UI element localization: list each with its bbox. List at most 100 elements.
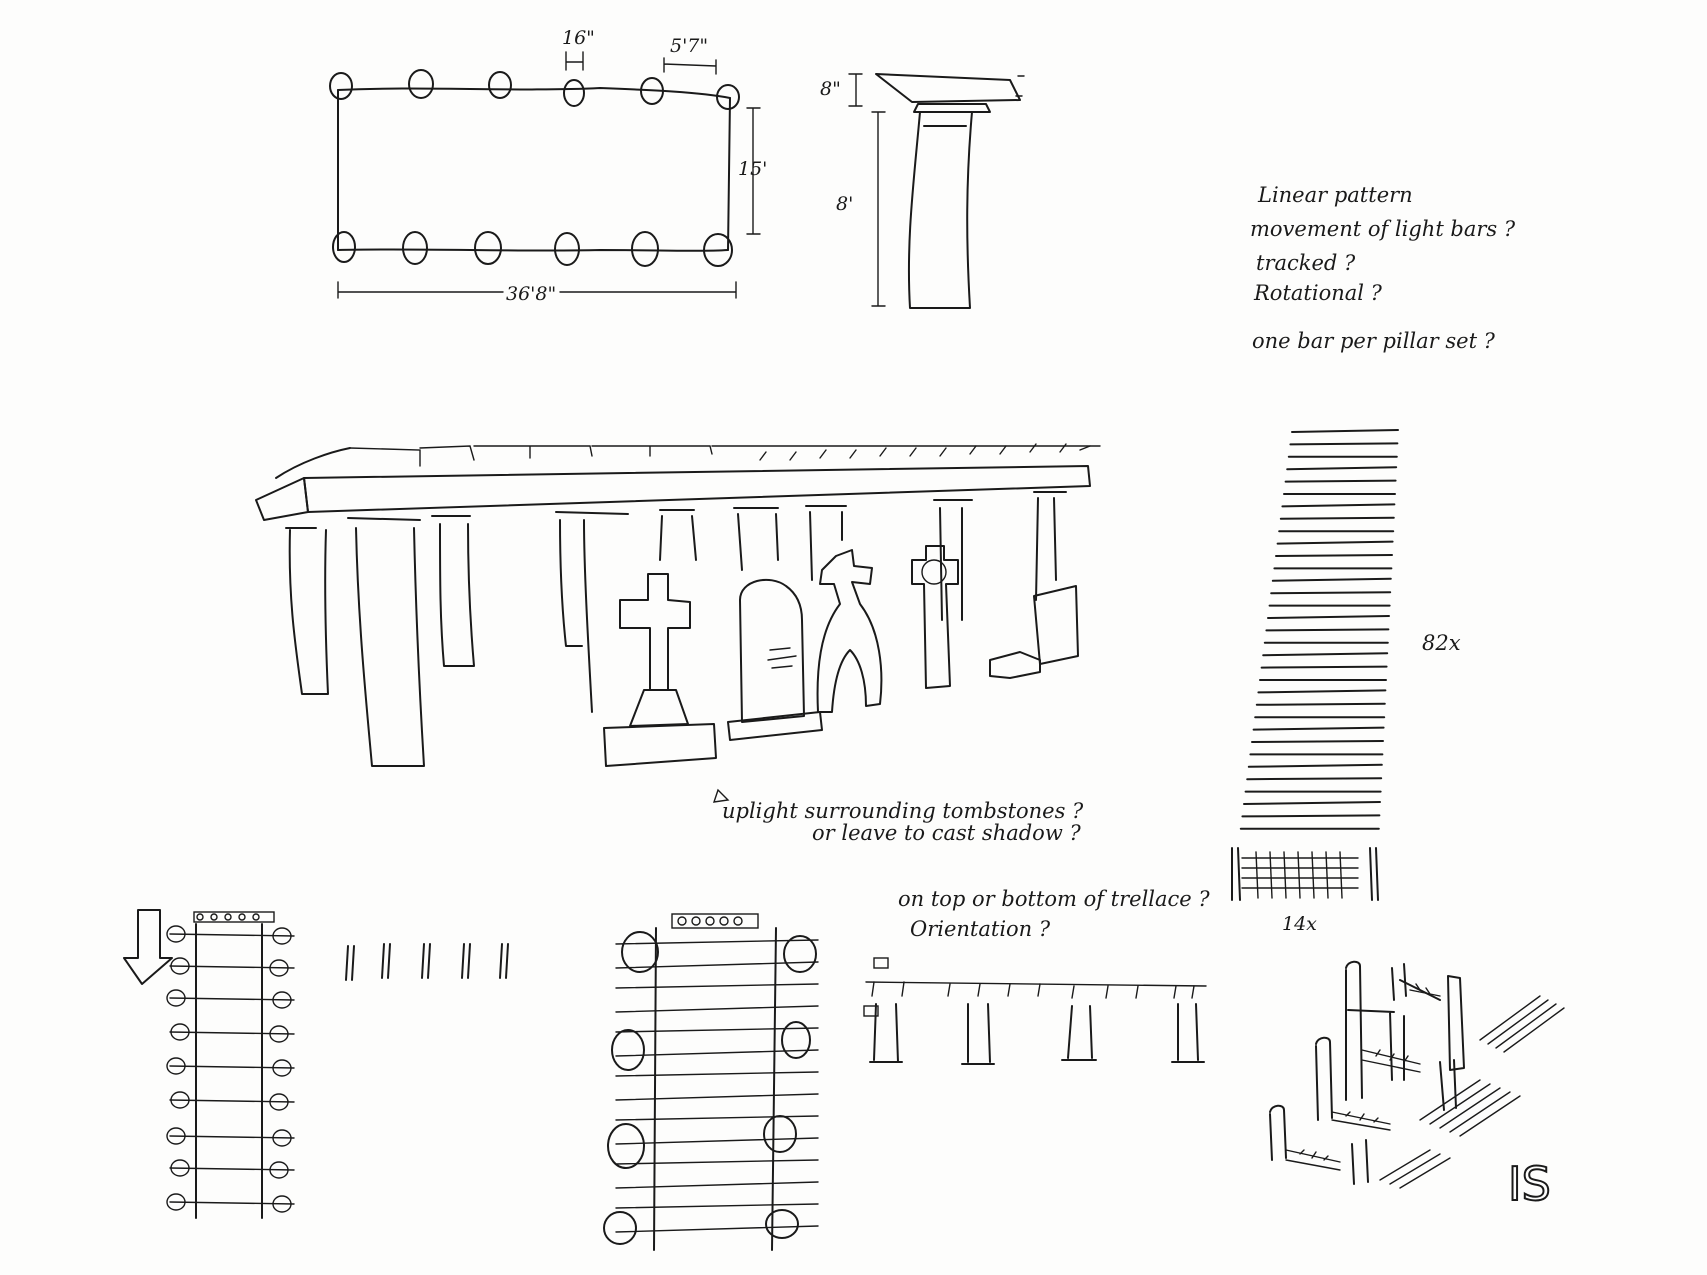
note-line-2: movement of light bars ? — [1250, 217, 1516, 241]
ladder-rung — [615, 1181, 819, 1189]
note-line-5: one bar per pillar set ? — [1252, 329, 1496, 353]
plan-view: 16" 5'7" 15' 36'8" — [329, 27, 767, 305]
trellis-bar — [1243, 801, 1381, 805]
ladder-plan-center — [603, 913, 819, 1251]
trellis-bar — [1286, 466, 1398, 471]
ladder-rung — [169, 997, 295, 1001]
ladder-rung — [615, 1093, 819, 1101]
trellis-bar — [1267, 615, 1390, 619]
ladder-rung — [169, 1135, 295, 1139]
ladder-post — [166, 989, 186, 1007]
trellis-bar — [1247, 763, 1383, 768]
signature: IS — [1508, 1157, 1551, 1211]
tombstone-cross — [603, 573, 717, 767]
plan-columns-bottom — [332, 231, 733, 267]
ladder-post — [272, 1195, 292, 1213]
tombstone-low — [989, 651, 1041, 679]
ladder-post — [166, 1193, 186, 1211]
ladder-rung — [615, 1225, 819, 1233]
uplight-line-1: uplight surrounding tombstones ? — [722, 799, 1084, 823]
ladder-rung — [615, 1005, 819, 1013]
trellis-bar — [1252, 726, 1385, 731]
ladder-post — [272, 1059, 292, 1077]
note-line-3: tracked ? — [1256, 251, 1356, 275]
ladder-rung — [615, 1137, 819, 1145]
ladder-post — [269, 1093, 289, 1111]
note-line-4: Rotational ? — [1253, 281, 1383, 305]
beam-height-label: 8" — [820, 78, 841, 100]
trellis-bar — [1241, 814, 1381, 818]
ladder-rung — [169, 1167, 295, 1171]
column-elevation: 8" 8' — [820, 73, 1025, 309]
trellis-bar — [1271, 577, 1392, 582]
trellis-bar — [1291, 429, 1399, 433]
perspective-sketch — [255, 443, 1101, 803]
trellis-question-line-2: Orientation ? — [910, 917, 1051, 941]
tombstone-gothic — [816, 549, 883, 713]
trellis-question-line-1: on top or bottom of trellace ? — [898, 887, 1210, 911]
ladder-post — [170, 1091, 190, 1109]
trellis-bar — [1281, 503, 1396, 508]
trellis-bar — [1262, 652, 1389, 657]
trellis-bar — [1275, 554, 1393, 557]
ladder-post — [170, 1023, 190, 1041]
trellis-bar — [1276, 540, 1394, 545]
notes-block: Linear pattern movement of light bars ? … — [1250, 183, 1516, 353]
trellis-question: on top or bottom of trellace ? Orientati… — [898, 887, 1210, 941]
tombstone-celtic — [911, 545, 959, 689]
uplight-note: uplight surrounding tombstones ? or leav… — [722, 799, 1084, 845]
trellis-stack — [1239, 429, 1399, 830]
ladder-post — [166, 1127, 186, 1145]
trellis-bar — [1270, 591, 1392, 595]
grid-base — [1231, 847, 1379, 901]
ladder-rung — [169, 1065, 295, 1069]
ladder-rung — [615, 983, 819, 989]
ladder-post — [166, 1057, 186, 1075]
trellis-bar — [1246, 777, 1383, 781]
trellis-bar — [1279, 516, 1395, 520]
ladder-post — [269, 959, 289, 977]
ladder-post — [269, 1161, 289, 1179]
column-height-label: 8' — [836, 193, 853, 215]
ladder-rung — [615, 1071, 819, 1077]
plan-bay-width-label: 5'7" — [670, 35, 708, 57]
plan-column-spacing-label: 16" — [562, 27, 595, 49]
trellis-count-label: 82x — [1422, 631, 1461, 655]
trellis-bar — [1265, 628, 1390, 632]
ladder-rung — [615, 1203, 819, 1209]
ladder-post — [170, 1159, 190, 1177]
ladder-rung — [169, 1099, 295, 1103]
trellis-bar — [1251, 740, 1384, 743]
ladder-rung — [615, 1027, 819, 1033]
trellis-bar — [1284, 479, 1397, 483]
note-line-1: Linear pattern — [1257, 183, 1413, 207]
arrow-down-icon — [123, 909, 173, 985]
trellis-bar — [1289, 442, 1399, 446]
trellis-section — [863, 957, 1207, 1065]
trellis-bar — [1260, 665, 1388, 669]
ladder-rung — [169, 1201, 295, 1205]
tombstone-right — [1033, 585, 1079, 665]
ladder-post — [272, 1129, 292, 1147]
plan-length-label: 36'8" — [506, 283, 556, 305]
ladder-rung — [615, 939, 819, 945]
ladder-rung — [615, 1159, 819, 1165]
ladder-plan-left — [166, 911, 295, 1219]
tombstone-rounded — [727, 578, 823, 741]
ladder-post — [272, 927, 292, 945]
plan-columns-top — [329, 69, 740, 110]
ladder-post — [166, 925, 186, 943]
plan-depth-label: 15' — [738, 158, 767, 180]
uplight-line-2: or leave to cast shadow ? — [812, 821, 1081, 845]
ladder-post — [170, 957, 190, 975]
ladder-rung — [615, 961, 819, 969]
ladder-rung — [169, 933, 295, 937]
pergola-3d-sketch — [1269, 960, 1565, 1189]
ladder-post — [272, 991, 292, 1009]
bar-marks — [345, 943, 509, 981]
ladder-rung — [169, 965, 295, 969]
ladder-post — [269, 1025, 289, 1043]
trellis-bar — [1257, 689, 1387, 694]
